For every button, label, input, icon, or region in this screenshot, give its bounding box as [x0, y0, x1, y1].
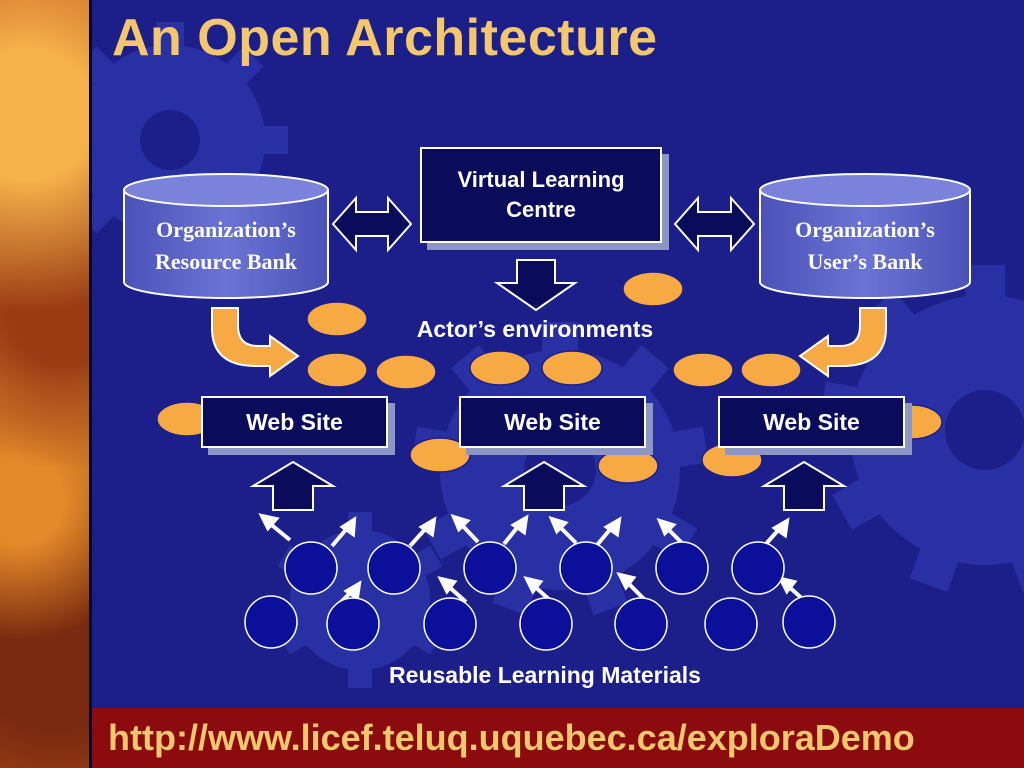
web-site-box-1: Web Site — [201, 396, 388, 448]
small-arrow-icon — [330, 516, 357, 548]
actor-ellipse — [701, 442, 763, 478]
demo-url-link[interactable]: http://www.licef.teluq.uquebec.ca/explor… — [108, 717, 915, 758]
small-arrow-icon — [656, 517, 685, 546]
actor-ellipse — [409, 437, 471, 473]
material-circle — [655, 541, 709, 595]
virtual-learning-centre-box: Virtual Learning Centre — [420, 147, 662, 243]
material-circle — [731, 541, 785, 595]
small-arrow-icon — [595, 516, 622, 547]
small-arrow-icon — [616, 572, 647, 602]
small-arrow-icon — [548, 515, 578, 545]
slide-title: An Open Architecture — [112, 9, 658, 67]
actor-ellipse — [541, 350, 603, 386]
up-arrow-icon — [500, 460, 588, 511]
material-circle — [367, 541, 421, 595]
material-circle — [519, 597, 573, 651]
material-circle — [244, 595, 298, 649]
up-arrow-icon — [249, 460, 337, 511]
up-arrow-icon — [760, 460, 848, 511]
vlc-line-1: Virtual Learning — [457, 167, 625, 192]
actor-ellipse — [622, 271, 684, 307]
material-circle — [559, 541, 613, 595]
actor-ellipse — [375, 354, 437, 390]
resource-bank-line-1: Organization’s — [156, 217, 296, 242]
vlc-line-2: Centre — [506, 197, 576, 222]
actor-ellipse — [672, 352, 734, 388]
small-arrow-icon — [258, 513, 292, 542]
material-circle — [423, 597, 477, 651]
decorative-side-strip — [0, 0, 92, 768]
web-site-box-3: Web Site — [718, 396, 905, 448]
material-circle — [704, 597, 758, 651]
web-site-label: Web Site — [504, 408, 601, 435]
resource-bank-cylinder — [123, 173, 329, 299]
url-footer-bar — [92, 708, 1024, 768]
resource-bank-line-2: Resource Bank — [155, 249, 297, 274]
double-arrow-right-icon — [673, 195, 756, 253]
actor-ellipse — [306, 352, 368, 388]
material-circle — [614, 597, 668, 651]
web-site-label: Web Site — [246, 408, 343, 435]
material-circle — [326, 597, 380, 651]
double-arrow-left-icon — [331, 195, 413, 253]
user-bank-line-1: Organization’s — [795, 217, 935, 242]
curved-arrow-right-icon — [798, 307, 887, 378]
down-arrow-icon — [493, 259, 579, 312]
material-circle — [782, 595, 836, 649]
actor-ellipse — [306, 301, 368, 337]
small-arrow-icon — [450, 513, 480, 544]
small-arrow-icon — [502, 514, 529, 546]
small-arrow-icon — [763, 517, 790, 547]
small-arrow-icon — [408, 516, 437, 548]
actor-ellipse — [469, 350, 531, 386]
actor-ellipse — [597, 448, 659, 484]
material-circle — [463, 541, 517, 595]
curved-arrow-left-icon — [211, 307, 300, 378]
user-bank-label: Organization’s User’s Bank — [760, 214, 970, 278]
user-bank-cylinder — [759, 173, 971, 299]
reusable-materials-label: Reusable Learning Materials — [389, 662, 701, 688]
material-circle — [284, 541, 338, 595]
user-bank-line-2: User’s Bank — [807, 249, 923, 274]
web-site-label: Web Site — [763, 408, 860, 435]
actors-environments-label: Actor’s environments — [416, 316, 654, 342]
small-arrow-icon — [437, 576, 468, 604]
actor-ellipse — [740, 352, 802, 388]
resource-bank-label: Organization’s Resource Bank — [124, 214, 328, 278]
web-site-box-2: Web Site — [459, 396, 646, 448]
